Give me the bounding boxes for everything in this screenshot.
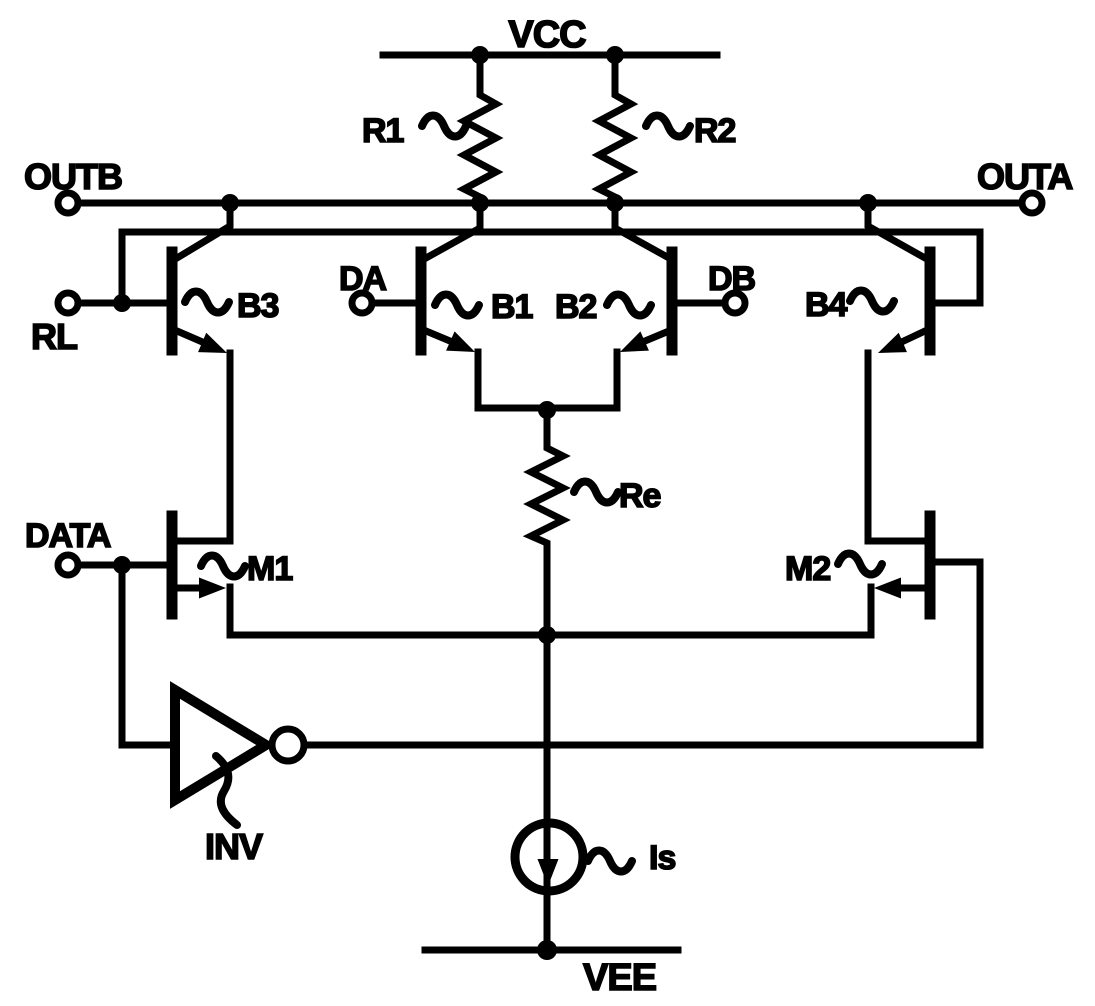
- b4-base-lead: [929, 228, 984, 307]
- db-label: DB: [708, 260, 756, 298]
- terminal-rl: RL: [30, 228, 171, 358]
- resistor-r2: R2: [591, 51, 737, 207]
- r2-label: R2: [694, 112, 736, 150]
- b2-label: B2: [555, 288, 597, 326]
- b4-emitter-arrow: [878, 332, 907, 353]
- source-rail: [227, 626, 875, 644]
- da-terminal: [348, 289, 376, 317]
- rl-label: RL: [31, 316, 77, 357]
- m2-label: M2: [785, 550, 830, 588]
- vcc-rail: VCC: [379, 13, 721, 64]
- resistor-zigzag: [591, 51, 639, 207]
- m1-source-arrow: [199, 577, 226, 599]
- b2-collector-wire: [611, 199, 674, 263]
- b4-label: B4: [805, 286, 848, 324]
- resistor-zigzag: [456, 51, 504, 207]
- resistor-re: Re: [522, 401, 662, 639]
- current-source-circle: [510, 818, 588, 896]
- current-source-arrow: [537, 859, 559, 886]
- data-terminal: [54, 551, 82, 579]
- tilde-squiggle: [418, 111, 470, 141]
- outa-terminal: [1018, 189, 1046, 217]
- b1-emitter-down-wire: [474, 348, 551, 412]
- tilde-squiggle: [834, 549, 886, 579]
- junction-dot: [113, 294, 131, 312]
- output-line: OUTB OUTA: [23, 155, 1075, 217]
- inverter-triangle: [170, 681, 276, 809]
- rl-terminal: [54, 289, 82, 317]
- data-label: DATA: [25, 517, 111, 555]
- m2-gate-lead: [929, 558, 984, 749]
- r1-label: R1: [362, 112, 404, 150]
- b4-collector-wire: [864, 199, 930, 263]
- inverter-bubble: [268, 725, 308, 765]
- tilde-squiggle: [570, 477, 622, 507]
- outb-terminal: [54, 189, 82, 217]
- is-label: Is: [649, 839, 675, 877]
- tilde-squiggle: [181, 287, 233, 317]
- db-terminal: [721, 289, 749, 317]
- transistor-b3: B3: [166, 199, 280, 356]
- vcc-label: VCC: [508, 14, 586, 56]
- tilde-squiggle: [846, 286, 898, 316]
- m2-drain-wire: [864, 349, 930, 545]
- resistor-r1: R1: [361, 51, 504, 207]
- b1-label: B1: [491, 288, 533, 326]
- inv-label: INV: [205, 826, 263, 867]
- b3-emitter-arrow: [198, 332, 227, 353]
- resistor-zigzag: [522, 406, 571, 639]
- m1-label: M1: [247, 550, 292, 588]
- tilde-squiggle: [642, 111, 694, 141]
- transistor-b4: B4: [804, 199, 984, 356]
- b1-emitter-arrow: [446, 331, 475, 352]
- outb-label: OUTB: [24, 156, 122, 197]
- tilde-squiggle: [584, 846, 636, 876]
- mosfet-m2: M2: [784, 349, 984, 749]
- vee-label: VEE: [583, 957, 656, 999]
- m1-drain-wire: [173, 349, 234, 545]
- mosfet-m1: DATA M1: [24, 349, 294, 639]
- transistor-b1: DA B1: [338, 199, 551, 412]
- tilde-squiggle: [431, 290, 483, 320]
- inverter-input-wire: [118, 561, 177, 749]
- current-source-is: Is: [510, 631, 677, 954]
- b2-emitter-down-wire: [543, 348, 621, 412]
- tilde-squiggle: [603, 290, 655, 320]
- tilde-squiggle: [197, 551, 249, 581]
- m2-source-arrow: [874, 577, 901, 599]
- transistor-b2: DB B2: [543, 199, 757, 412]
- b3-collector-wire: [172, 199, 234, 263]
- inverter-label-squiggle: [212, 752, 241, 829]
- junction-dot: [537, 940, 557, 960]
- outa-label: OUTA: [977, 156, 1073, 197]
- b2-emitter-arrow: [620, 331, 649, 352]
- re-label: Re: [619, 477, 661, 515]
- vee-rail: VEE: [421, 940, 682, 1000]
- b1-collector-wire: [421, 199, 484, 263]
- da-label: DA: [339, 260, 387, 298]
- inverter: INV: [118, 561, 984, 868]
- b3-label: B3: [237, 287, 279, 325]
